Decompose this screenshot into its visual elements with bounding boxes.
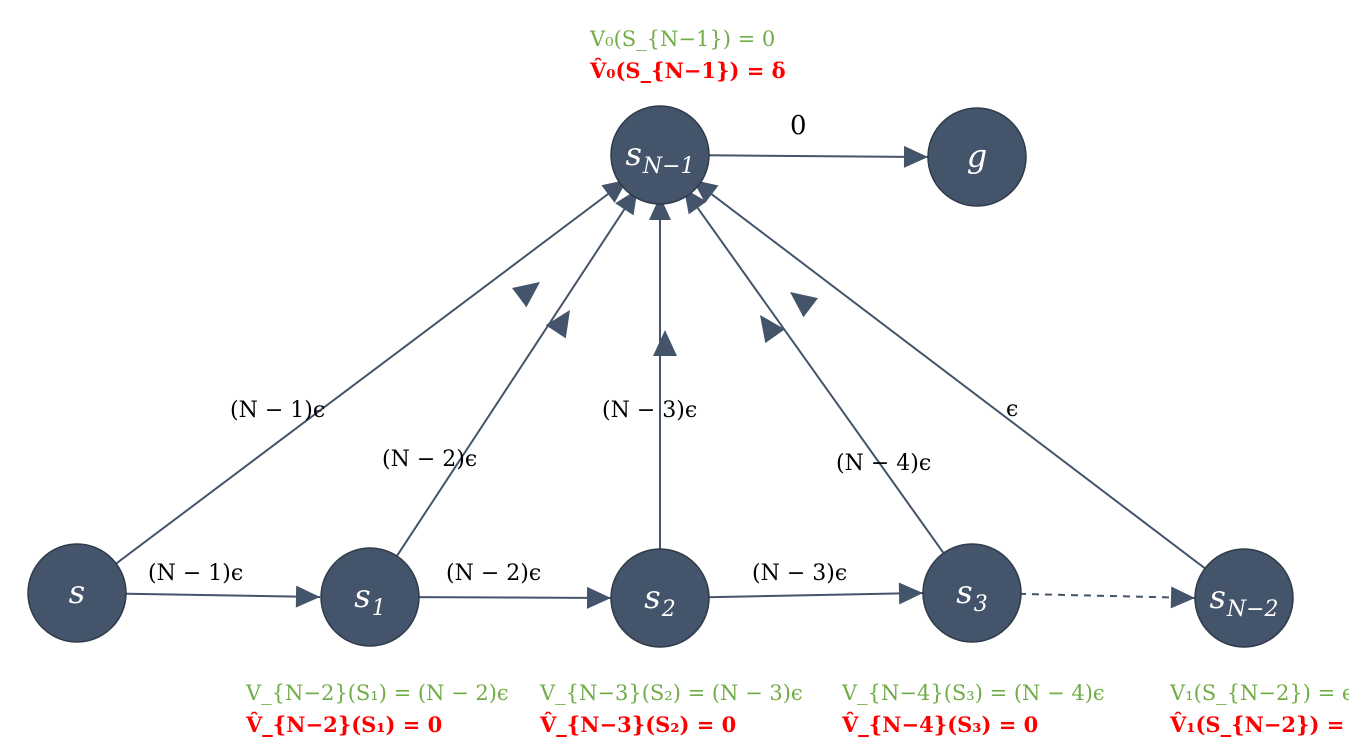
mid-arrowhead-sN2-sN1 (790, 292, 818, 318)
mid-arrowhead-s1-sN1 (545, 310, 570, 339)
node-s1 (320, 547, 420, 647)
edge-s-s1 (123, 592, 321, 598)
mid-arrowhead-s2-sN1 (653, 330, 677, 356)
node-label-s1: s1 (354, 577, 385, 621)
edge-s3-sN2 (1018, 592, 1196, 599)
node-sN1 (610, 105, 710, 205)
edge-s1-sN1 (394, 188, 639, 559)
edge-sN1-g (706, 154, 929, 158)
node-g (927, 107, 1027, 207)
arrowhead-s3-sN2 (1170, 586, 1195, 609)
node-s2 (610, 548, 710, 648)
node-label-g: g (967, 137, 987, 175)
est-value-s2: V̂_{N−3}(S₂) = 0 (539, 712, 736, 737)
edge-s1-s2 (416, 596, 612, 599)
true-value-s3: V_{N−4}(S₃) = (N − 4)ϵ (841, 681, 1105, 705)
arrowhead-s2-sN1 (649, 196, 671, 220)
node-sN2 (1194, 548, 1294, 648)
est-value-s3: V̂_{N−4}(S₃) = 0 (841, 712, 1038, 737)
edge-label-s3-sN1: (N − 4)ϵ (836, 451, 931, 476)
est-value-sN1: V̂₀(S_{N−1}) = δ (589, 58, 786, 83)
edge-s3-sN1 (682, 187, 946, 556)
mid-arrowhead-s3-sN1 (760, 315, 785, 344)
node-label-sN1: sN−1 (625, 135, 694, 179)
mid-arrowhead-s-sN1 (512, 282, 540, 308)
arrowhead-s2-s3 (898, 582, 923, 605)
node-label-s3: s3 (956, 573, 987, 617)
node-label-s: s (69, 573, 85, 611)
edge-s2-s3 (706, 592, 924, 599)
nodes-layer: s s1 s2 s3 sN−2 sN−1 g (27, 105, 1294, 648)
edge-label-s-sN1: (N − 1)ϵ (230, 398, 325, 423)
arrowhead-s-s1 (295, 585, 320, 608)
value-annotations: V₀(S_{N−1}) = 0 V̂₀(S_{N−1}) = δ V_{N−2}… (245, 27, 1349, 737)
edge-label-s1-sN1: (N − 2)ϵ (382, 447, 477, 472)
arrowhead-s1-s2 (586, 586, 611, 609)
node-s (27, 543, 127, 643)
edge-label-sN1-g: 0 (790, 111, 807, 141)
edge-label-sN2-sN1: ϵ (1006, 397, 1018, 422)
est-value-s1: V̂_{N−2}(S₁) = 0 (245, 712, 442, 737)
arrowhead-sN1-g (903, 145, 928, 168)
true-value-sN1: V₀(S_{N−1}) = 0 (589, 27, 775, 51)
edge-label-s1-s2: (N − 2)ϵ (446, 561, 541, 586)
edge-sN2-sN1 (692, 178, 1208, 571)
node-s3 (922, 543, 1022, 643)
true-value-s1: V_{N−2}(S₁) = (N − 2)ϵ (245, 681, 509, 705)
edge-label-s-s1: (N − 1)ϵ (148, 561, 243, 586)
edges-layer (113, 145, 1208, 609)
true-value-sN2: V₁(S_{N−2}) = ϵ (1169, 681, 1349, 705)
edge-label-s2-sN1: (N − 3)ϵ (602, 398, 697, 423)
est-value-sN2: V̂₁(S_{N−2}) = 0 (1169, 712, 1349, 737)
true-value-s2: V_{N−3}(S₂) = (N − 3)ϵ (539, 681, 803, 705)
node-label-s2: s2 (644, 578, 675, 622)
edge-s-sN1 (113, 178, 628, 566)
edge-label-s2-s3: (N − 3)ϵ (752, 561, 847, 586)
node-label-sN2: sN−2 (1209, 578, 1278, 622)
edge-labels: (N − 1)ϵ (N − 2)ϵ (N − 3)ϵ (N − 1)ϵ (N −… (148, 111, 1018, 586)
